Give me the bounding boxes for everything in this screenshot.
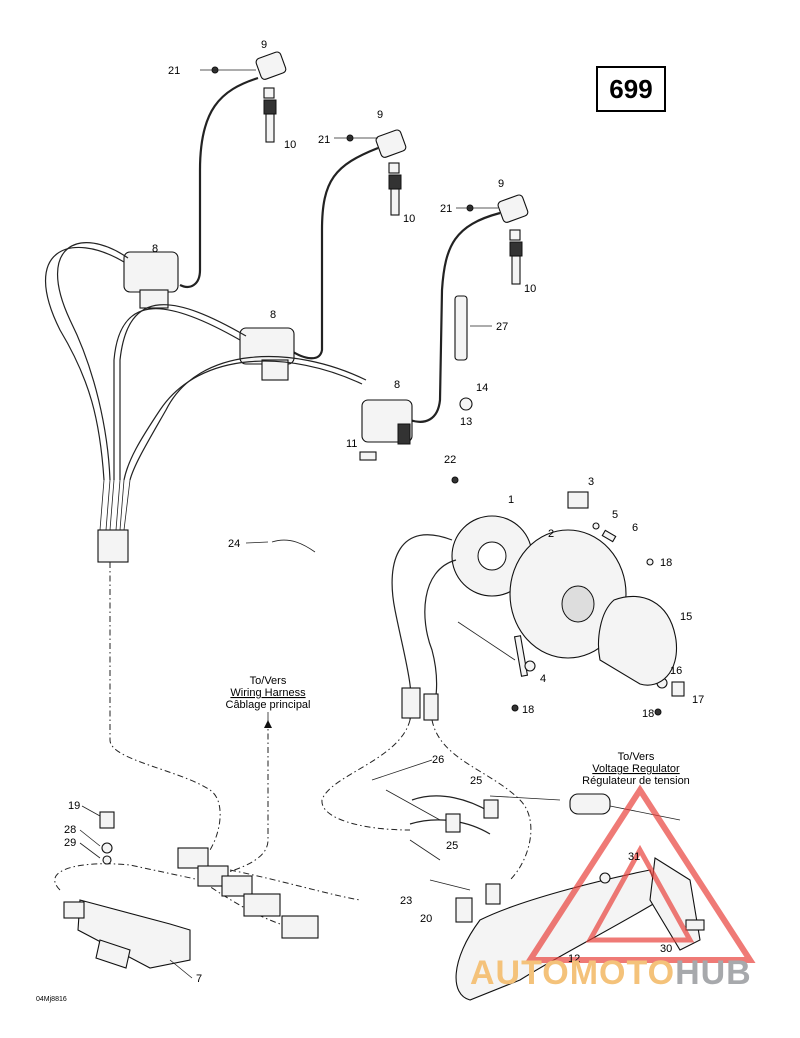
callout-10: 10	[524, 283, 536, 295]
callout-5: 5	[612, 509, 618, 521]
callout-11: 11	[346, 438, 357, 450]
note-voltage-regulator-line2: Voltage Regulator	[592, 763, 680, 775]
callout-21: 21	[318, 134, 330, 146]
spark-plug-assembly-2	[334, 129, 407, 216]
callout-8: 8	[270, 309, 276, 321]
watermark-triangle-icon	[524, 784, 756, 963]
callout-10: 10	[403, 213, 415, 225]
callout-21: 21	[440, 203, 452, 215]
callout-9: 9	[261, 39, 267, 51]
callout-8: 8	[152, 243, 158, 255]
page-number-box: 699	[596, 66, 666, 112]
callout-1: 1	[508, 494, 514, 506]
spark-plug-assembly-1	[200, 51, 287, 143]
note-voltage-regulator-line3: Régulateur de tension	[582, 775, 690, 787]
figure-code: 04Mj8816	[36, 996, 67, 1003]
high-tension-wires	[179, 76, 501, 423]
page-number: 699	[609, 73, 653, 104]
watermark-part2: HUB	[675, 954, 752, 992]
callout-8: 8	[394, 379, 400, 391]
callout-21: 21	[168, 65, 180, 77]
callout-4: 4	[540, 673, 546, 685]
callout-12: 12	[568, 953, 580, 965]
ignition-coil-1	[123, 251, 179, 309]
callout-29: 29	[64, 837, 76, 849]
callout-24: 24	[228, 538, 240, 550]
callout-2: 2	[548, 528, 554, 540]
callout-27: 27	[496, 321, 508, 333]
flywheel	[457, 529, 627, 661]
callout-30: 30	[660, 943, 672, 955]
callout-16: 16	[670, 665, 682, 677]
callout-31: 31	[628, 851, 640, 863]
callout-13: 13	[460, 416, 472, 428]
callout-25: 25	[470, 775, 482, 787]
coil-harness	[44, 242, 367, 851]
callout-18: 18	[522, 704, 534, 716]
callout-20: 20	[420, 913, 432, 925]
note-voltage-regulator-line1: To/Vers	[618, 751, 655, 763]
callout-19: 19	[68, 800, 80, 812]
spark-plug-assembly-3	[456, 194, 529, 285]
lower-harness	[54, 719, 532, 939]
ignition-coil-3	[361, 399, 413, 445]
callout-23: 23	[400, 895, 412, 907]
callout-18: 18	[642, 708, 654, 720]
stator-magneto	[391, 515, 533, 721]
note-wiring-harness-line3: Câblage principal	[226, 699, 311, 711]
ignition-coil-2	[239, 327, 295, 381]
callout-22: 22	[444, 454, 456, 466]
watermark-part1: AUTOMOTO	[470, 954, 676, 992]
note-wiring-harness: To/Vers Wiring Harness Câblage principal	[226, 675, 311, 728]
callout-28: 28	[64, 824, 76, 836]
small-hardware	[271, 295, 685, 716]
callout-10: 10	[284, 139, 296, 151]
callout-9: 9	[498, 178, 504, 190]
voltage-regulator	[489, 793, 681, 821]
callout-15: 15	[680, 611, 692, 623]
flywheel-cover	[597, 595, 678, 686]
callout-labels: 9 21 10 9 21 10 9 21 10 8 8 8 27 14 13 1…	[64, 39, 704, 985]
callout-26: 26	[432, 754, 444, 766]
callout-17: 17	[692, 694, 704, 706]
note-wiring-harness-line1: To/Vers	[250, 675, 287, 687]
callout-9: 9	[377, 109, 383, 121]
callout-18: 18	[660, 557, 672, 569]
callout-6: 6	[632, 522, 638, 534]
note-wiring-harness-line2: Wiring Harness	[230, 687, 306, 699]
callout-3: 3	[588, 476, 594, 488]
callout-25: 25	[446, 840, 458, 852]
note-voltage-regulator: To/Vers Voltage Regulator Régulateur de …	[582, 751, 690, 787]
callout-7: 7	[196, 973, 202, 985]
cdi-module	[63, 811, 191, 969]
callout-14: 14	[476, 382, 488, 394]
watermark-logo: AUTOMOTOHUB	[470, 954, 752, 993]
